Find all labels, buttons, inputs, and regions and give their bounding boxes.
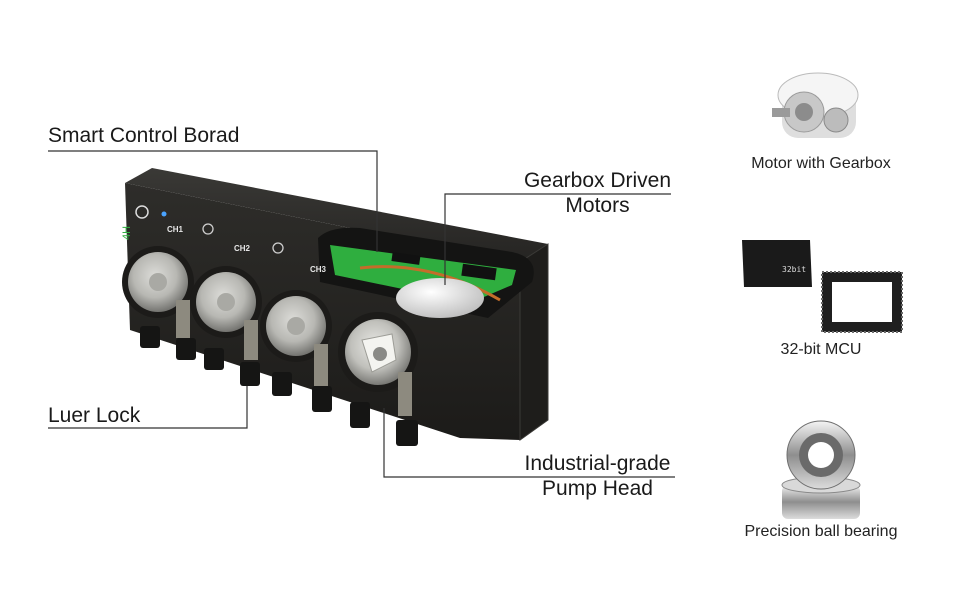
luer-lock-fittings: [140, 326, 418, 446]
channel-label-1: CH1: [167, 225, 184, 234]
callout-smart-control-board: Smart Control Borad: [48, 124, 240, 147]
callout-pump-head-line2: Pump Head: [542, 477, 653, 500]
chip-marking: 32bit: [782, 265, 806, 274]
caption-32bit-mcu: 32-bit MCU: [780, 341, 862, 358]
ball-bearing-icon: [781, 420, 861, 519]
callout-gearbox-driven-motors: Gearbox Driven Motors: [505, 168, 690, 218]
callout-gearbox-line1: Gearbox Driven: [523, 169, 672, 192]
pump-head-3: [260, 290, 332, 386]
callout-pump-head: Industrial-grade Pump Head: [505, 451, 690, 501]
channel-label-2: CH2: [234, 244, 251, 253]
mcu-chip-icon: 32bit: [742, 240, 903, 333]
motor-gearbox-icon: [772, 72, 859, 138]
doser-device: 4H CH1 CH2 CH3: [121, 168, 549, 446]
callout-gearbox-line2: Motors: [565, 194, 630, 217]
pump-head-2: [190, 266, 262, 360]
motor-dome: [396, 278, 484, 318]
side-marking: 4H: [121, 226, 133, 240]
caption-motor-with-gearbox: Motor with Gearbox: [751, 155, 891, 172]
leader-lines: [48, 150, 675, 478]
caption-precision-ball-bearing: Precision ball bearing: [744, 523, 898, 540]
pump-head-4: [338, 312, 418, 416]
channel-label-3: CH3: [310, 265, 327, 274]
callout-pump-head-line1: Industrial-grade: [524, 452, 671, 475]
pump-head-1: [122, 246, 194, 338]
callout-luer-lock: Luer Lock: [48, 404, 141, 427]
